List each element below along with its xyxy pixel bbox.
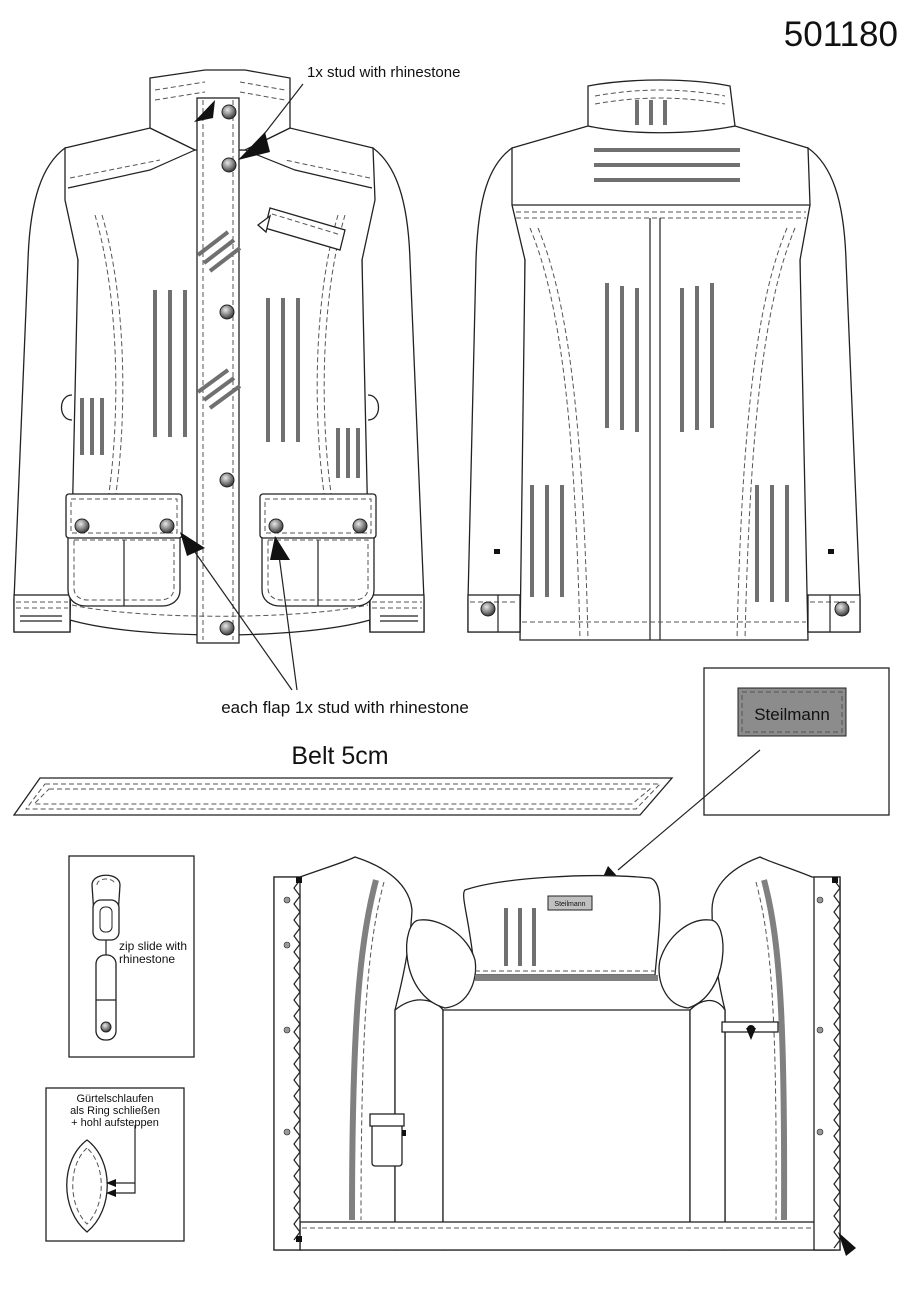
jacket-back-view bbox=[467, 79, 861, 641]
jacket-front-view bbox=[13, 69, 425, 644]
belt-loop-label-2: als Ring schließen bbox=[70, 1105, 160, 1117]
belt-label: Belt 5cm bbox=[291, 742, 388, 770]
inside-brand-label: Steilmann bbox=[554, 901, 585, 908]
inside-pocket bbox=[369, 1113, 406, 1167]
article-number: 501180 bbox=[784, 15, 898, 54]
front-left-pocket-flap bbox=[65, 493, 183, 539]
back-right-sleeve bbox=[799, 146, 861, 633]
belt-loop-label-3: + hohl aufsteppen bbox=[71, 1117, 159, 1129]
zip-slide-label-1: zip slide with bbox=[119, 939, 187, 953]
front-placket bbox=[196, 97, 240, 644]
back-body bbox=[511, 125, 811, 641]
belt-loop-label-1: Gürtelschlaufen bbox=[76, 1093, 153, 1105]
belt-loop-detail: Gürtelschlaufen als Ring schließen + hoh… bbox=[45, 1087, 185, 1242]
front-right-cuff bbox=[369, 594, 425, 633]
zip-slide-detail: zip slide with rhinestone bbox=[68, 855, 195, 1058]
front-studs bbox=[74, 104, 368, 636]
front-stripes bbox=[80, 230, 360, 575]
jacket-inside-view: Steilmann bbox=[273, 856, 856, 1256]
belt-drawing bbox=[12, 777, 674, 816]
back-collar bbox=[587, 79, 736, 134]
flap-stud-callout: each flap 1x stud with rhinestone bbox=[180, 532, 469, 717]
flap-stud-label: each flap 1x stud with rhinestone bbox=[221, 698, 469, 717]
collar-stud-callout: 1x stud with rhinestone bbox=[238, 64, 460, 160]
inside-tab bbox=[721, 1021, 779, 1040]
inside-right-front bbox=[711, 856, 841, 1251]
brand-label-text: Steilmann bbox=[754, 705, 830, 724]
collar-stud-label: 1x stud with rhinestone bbox=[307, 64, 460, 81]
front-right-pocket-flap bbox=[259, 493, 377, 539]
zip-slide-label-2: rhinestone bbox=[119, 952, 175, 966]
back-stripes bbox=[530, 100, 789, 602]
inside-back-yoke bbox=[462, 875, 661, 976]
front-left-cuff bbox=[13, 594, 71, 633]
inside-right-zip bbox=[813, 876, 841, 1251]
back-right-cuff bbox=[807, 594, 861, 633]
brand-label-detail: Steilmann bbox=[594, 667, 890, 897]
